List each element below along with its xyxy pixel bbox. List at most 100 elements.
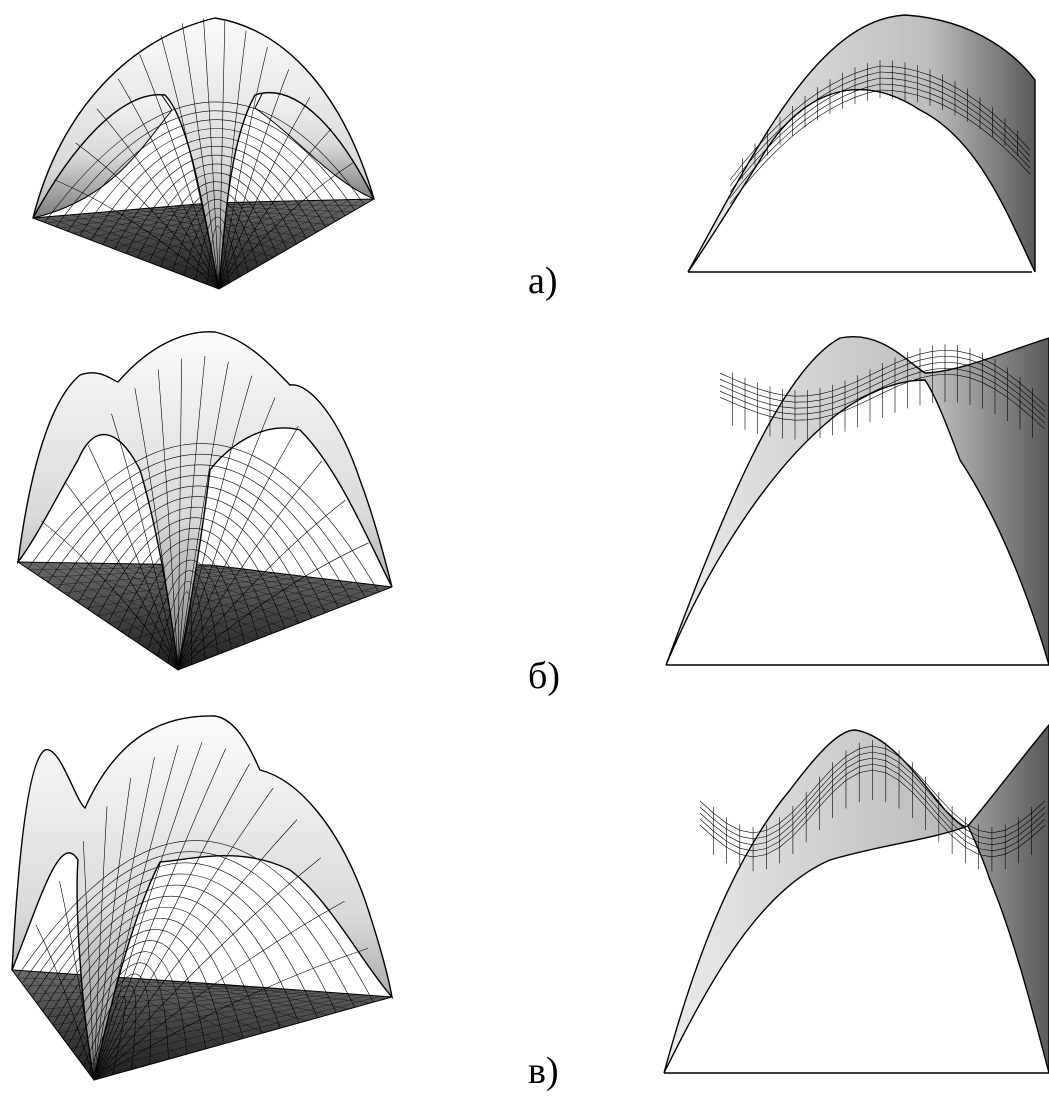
base-grid-line xyxy=(179,199,339,274)
mesh-curve xyxy=(73,962,169,1060)
mesh-curve xyxy=(177,358,182,671)
mesh-curve xyxy=(183,208,249,276)
base-grid-line xyxy=(113,563,286,629)
mesh-curve xyxy=(64,481,179,671)
mesh-curve xyxy=(699,769,1046,858)
mesh-curve xyxy=(177,361,229,671)
mesh-curve xyxy=(93,806,108,1081)
mesh-curve xyxy=(148,181,278,263)
panel-a-label: а) xyxy=(528,260,558,302)
mesh-curve xyxy=(67,485,326,614)
mesh-curve xyxy=(93,757,155,1081)
mesh-curve xyxy=(22,851,356,1008)
mesh-curve xyxy=(218,162,353,290)
panel-b-3d-view xyxy=(16,331,393,671)
mesh-curve xyxy=(699,745,1046,834)
base-grid-line xyxy=(132,580,341,640)
mesh-curve xyxy=(57,929,225,1044)
mesh-curve xyxy=(35,924,95,1081)
mesh-curve xyxy=(102,145,317,245)
base-grid-line xyxy=(183,981,329,1015)
mesh-curve xyxy=(157,369,179,671)
mesh-curve xyxy=(107,528,272,634)
panel-v-front-view xyxy=(663,723,1049,1074)
base-grid-line xyxy=(155,583,367,655)
panel-b-front-surface xyxy=(665,336,1049,666)
panel-v-label: в) xyxy=(528,1050,559,1092)
base-grid-line xyxy=(196,564,377,594)
mesh-curve xyxy=(37,884,300,1024)
mesh-curve xyxy=(177,355,206,671)
panel-a-3d-view xyxy=(32,17,375,290)
panel-a-surface xyxy=(32,17,375,290)
mesh-curve xyxy=(218,69,290,290)
mesh-curve xyxy=(177,460,323,671)
base-grid-line xyxy=(82,995,369,1065)
mesh-curve xyxy=(44,101,365,223)
base-grid-line xyxy=(76,994,358,1057)
base-grid-line xyxy=(182,564,362,600)
mesh-curve xyxy=(93,819,298,1081)
mesh-curve xyxy=(27,443,379,593)
panel-b-surface xyxy=(16,331,393,671)
mesh-curve xyxy=(59,880,95,1081)
mesh-curve xyxy=(218,20,226,290)
mesh-curve xyxy=(177,375,253,671)
mesh-curve xyxy=(147,570,219,655)
mesh-curve xyxy=(47,464,353,603)
mesh-curve xyxy=(125,163,297,254)
panel-a-front-surface xyxy=(687,14,1036,273)
mesh-curve xyxy=(87,445,179,671)
mesh-curve xyxy=(719,349,1046,406)
mesh-curve xyxy=(719,355,1046,412)
mesh-curve xyxy=(181,23,220,290)
panel-b-front-mesh xyxy=(719,344,1046,440)
mesh-curve xyxy=(729,89,1031,205)
base-grid-line xyxy=(159,207,330,225)
mesh-curve xyxy=(67,119,346,232)
mesh-curve xyxy=(137,172,288,259)
base-grid-line xyxy=(168,564,347,605)
mesh-curve xyxy=(729,71,1031,187)
panel-a-front-mesh xyxy=(729,60,1031,205)
mesh-curve xyxy=(93,857,321,1081)
mesh-curve xyxy=(729,77,1031,193)
mesh-curve xyxy=(93,947,369,1081)
mesh-curve xyxy=(111,413,179,671)
panel-b-base xyxy=(16,561,393,671)
mesh-curve xyxy=(177,397,276,671)
base-grid-line xyxy=(198,982,350,1010)
mesh-curve xyxy=(93,777,132,1081)
base-grid-line xyxy=(88,995,381,1073)
mesh-curve xyxy=(41,520,179,671)
mesh-curve xyxy=(218,128,332,290)
base-grid-line xyxy=(127,563,301,623)
mesh-curve xyxy=(729,83,1031,199)
mesh-curve xyxy=(54,179,220,290)
mesh-curve xyxy=(699,763,1046,852)
panel-v-front-surface xyxy=(663,723,1049,1074)
mesh-curve xyxy=(203,18,220,290)
mesh-curve xyxy=(134,388,179,671)
mesh-curve xyxy=(177,542,369,671)
mesh-curve xyxy=(93,901,345,1081)
mesh-curve xyxy=(96,108,220,290)
mesh-curve xyxy=(93,787,274,1081)
mesh-curve xyxy=(93,748,227,1081)
mesh-curve xyxy=(52,918,244,1039)
mesh-curve xyxy=(62,940,207,1049)
mesh-curve xyxy=(88,995,126,1075)
mesh-curve xyxy=(719,373,1046,430)
mesh-curve xyxy=(68,951,188,1055)
mesh-curve xyxy=(177,500,346,671)
mesh-curve xyxy=(93,745,179,1081)
mesh-curve xyxy=(93,742,203,1081)
mesh-curve xyxy=(93,763,250,1081)
mesh-curve xyxy=(719,367,1046,424)
mesh-curve xyxy=(127,549,246,645)
mesh-curve xyxy=(42,895,281,1029)
mesh-curve xyxy=(56,110,355,228)
mesh-curve xyxy=(139,53,220,290)
mesh-curve xyxy=(114,154,307,250)
